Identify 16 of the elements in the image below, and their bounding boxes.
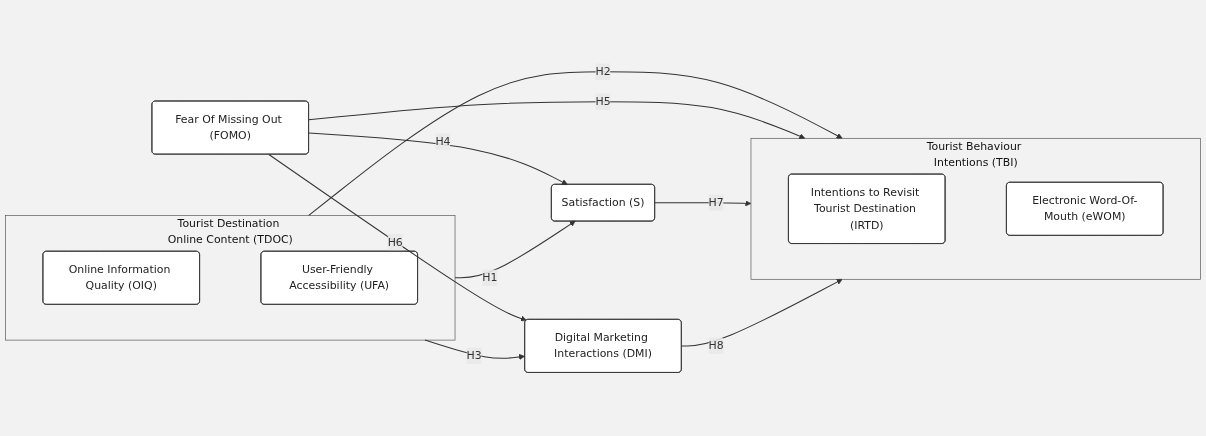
arrow	[268, 153, 527, 322]
arrow	[308, 71, 843, 216]
arrow	[424, 339, 525, 360]
edge-label: H3	[466, 349, 482, 362]
edge-label: H6	[387, 235, 403, 249]
arrow	[308, 101, 806, 139]
edge-label: H4	[435, 134, 451, 148]
edge-label: H2	[595, 64, 611, 78]
edge-label: H5	[595, 94, 611, 108]
edge-label: H1	[482, 270, 498, 284]
edge-label: H8	[708, 339, 724, 353]
arrow	[654, 200, 752, 207]
arrow	[308, 132, 568, 185]
edge-label: H7	[708, 195, 724, 209]
arrow	[680, 279, 843, 347]
arrow	[454, 220, 576, 279]
